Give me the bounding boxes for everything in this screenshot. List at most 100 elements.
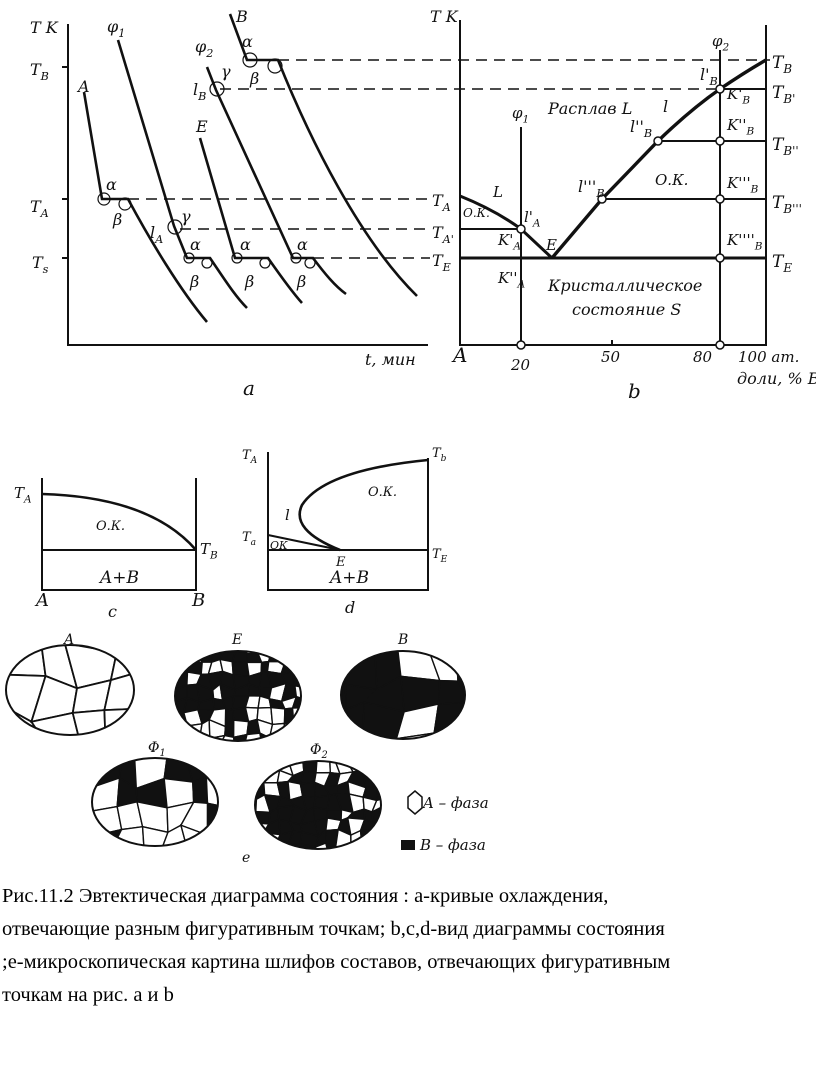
angle-arcs [97,52,316,269]
diagram-label: φ2 [712,32,730,54]
curve-label: α [106,175,117,194]
curve-label: TA' [432,223,454,246]
label-subscript: E [440,555,448,565]
diagram-label: A+B [328,568,369,588]
label-main: T K [30,18,59,37]
micrograph-label: B [397,632,408,648]
diagram-label: K''B [726,116,754,138]
curve-label: β [112,210,122,229]
caption-line: ;е-микроскопическая картина шлифов соста… [2,951,671,973]
diagram-label: K'A [497,231,521,253]
diagram-label: 20 [510,356,531,374]
label-main: T [30,197,42,216]
axis-y [67,24,428,346]
micrograph-label: A [62,632,74,648]
curve-label: β [244,272,254,291]
label-main: l''' [578,177,596,196]
label-subscript: A [154,233,163,246]
label-main: A [62,632,74,648]
diagram-label: E [545,236,557,254]
diagram-label: l'B [700,65,718,88]
label-subscript: E [442,261,451,274]
diagram-label: О.К. [655,171,688,189]
isotherm-dashed-lines [128,59,770,259]
curve-label: E [195,117,208,136]
diagram-label: l'A [524,208,541,230]
label-main: l' [700,65,710,84]
curve-phi2 [205,66,347,296]
label-subscript: b [441,454,447,464]
diagram-label: ОК [270,539,288,552]
label-main: ОК [270,539,288,552]
curve-label: φ1 [107,17,125,40]
label-subscript: 1 [523,114,530,126]
caption-line: Рис.11.2 Эвтектическая диаграмма состоян… [2,885,609,907]
cooling-curves-plot [62,13,770,346]
label-main: T [432,223,444,242]
curve-label: Ts [32,253,49,276]
label-main: K' [497,231,513,249]
panel-label-c: c [108,602,117,621]
micrograph-1 [175,651,301,741]
label-main: T [200,540,211,558]
label-main: β [112,210,122,229]
label-subscript: B [643,127,652,140]
label-subscript: B [741,95,750,107]
label-main: T [32,253,44,272]
label-main: 100 ат. [738,348,799,366]
curve-label: γ [221,62,231,81]
label-main: L [492,183,503,201]
diagram-label: K''''B [726,231,763,253]
legend-a-phase: A – фаза [421,794,489,812]
legend-b-phase: B – фаза [419,836,486,854]
label-main: B [191,590,205,611]
label-main: Кристаллическое [547,276,702,295]
label-main: О.К. [368,485,397,500]
diagram-label: TB [772,53,792,76]
label-main: t, мин [365,350,416,369]
diagram-label: A [34,590,49,611]
label-main: A [451,343,467,367]
curve-label: α [240,235,251,254]
label-main: K''' [726,174,751,192]
label-subscript: B''' [782,202,802,216]
label-main: T [432,251,444,270]
label-main: T K [430,7,459,26]
label-subscript: B [745,126,754,138]
label-subscript: E [782,261,792,275]
diagram-label: K''A [497,269,525,291]
curve-label: φ2 [195,37,213,60]
label-main: T [772,53,785,73]
label-main: 80 [693,348,713,366]
label-subscript: B' [782,92,795,106]
label-main: B [235,7,248,26]
label-main: α [242,32,253,51]
figure-caption: Рис.11.2 Эвтектическая диаграмма состоян… [2,880,814,1012]
curve-label: B [235,7,248,26]
curve-B [228,13,418,297]
micrograph-label: Φ1 [148,740,166,759]
label-main: E [231,632,242,648]
figurative-points [516,84,725,350]
diagram-label: О.К. [96,519,125,534]
curve-label: β [249,69,259,88]
diagram-label: E [335,555,346,570]
tick-TB [62,66,68,259]
diagram-label: доли, % B [737,369,816,388]
label-subscript: B'' [782,144,798,158]
label-main: l [663,97,668,116]
panel-label-a: a [243,376,255,400]
label-main: Φ [148,740,159,756]
label-main: Φ [310,742,321,758]
label-subscript: 1 [159,748,165,759]
micrograph-4 [255,761,381,849]
label-main: состояние S [572,300,681,319]
label-main: A – фаза [421,794,489,812]
diagram-label: О.К. [463,206,490,220]
x-axis-label: t, мин [365,350,416,369]
label-main: φ [195,37,207,56]
label-main: T [432,446,442,461]
label-main: γ [181,207,191,226]
label-subscript: A [532,218,541,230]
diagram-label: Ta [242,530,256,548]
